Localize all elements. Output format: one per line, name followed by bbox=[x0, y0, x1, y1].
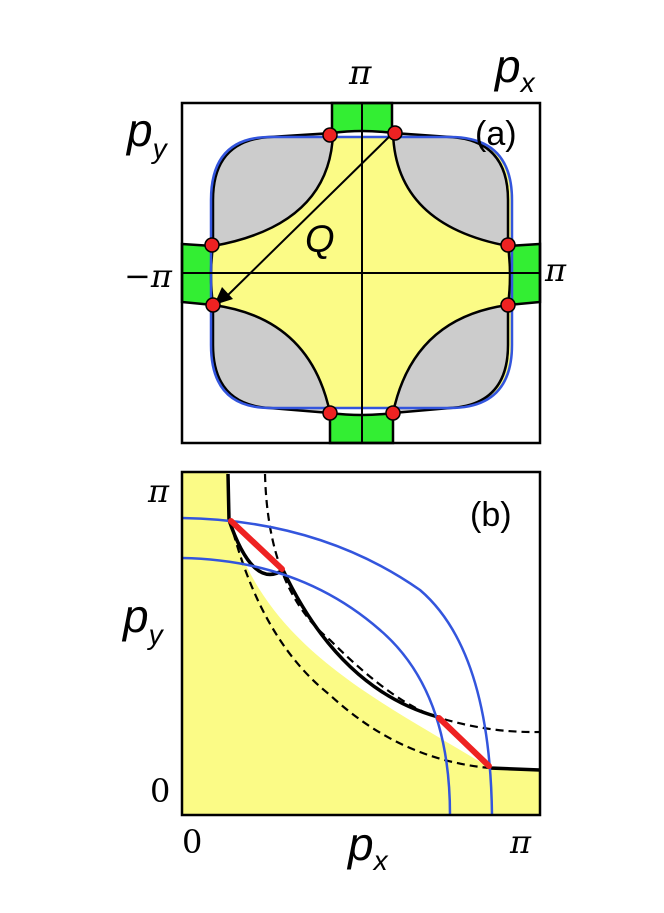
panel-b-y-top-tick: π bbox=[147, 472, 170, 510]
panel-a-left-tick: −π bbox=[124, 257, 173, 295]
red-segment-lower bbox=[436, 715, 492, 769]
panel-a-top-tick: π bbox=[348, 53, 372, 93]
panel-b: (b) π 0 0 π py px bbox=[121, 470, 542, 876]
hot-spot bbox=[500, 237, 516, 253]
hot-spot bbox=[385, 405, 401, 421]
panel-a-x-label: px bbox=[493, 40, 536, 98]
panel-a: (a) π −π π Q px py bbox=[124, 40, 567, 445]
hot-spot bbox=[205, 297, 221, 313]
hot-spots bbox=[204, 125, 516, 421]
hot-spot bbox=[322, 127, 338, 143]
hot-spot bbox=[322, 405, 338, 421]
panel-b-y-zero-tick: 0 bbox=[150, 772, 170, 810]
panel-b-y-label: py bbox=[121, 590, 165, 650]
hot-spot bbox=[387, 125, 403, 141]
panel-b-frame bbox=[180, 470, 542, 817]
panel-b-yellow-region bbox=[182, 472, 540, 815]
panel-b-dashed-curve-inner bbox=[228, 519, 491, 770]
panel-b-blue-curve-outer bbox=[181, 516, 494, 816]
q-vector-label: Q bbox=[305, 219, 335, 261]
panel-b-blue-curve-inner bbox=[181, 556, 452, 816]
panel-a-y-label: py bbox=[125, 104, 169, 164]
green-region-left bbox=[180, 242, 215, 307]
green-region-right bbox=[506, 242, 542, 307]
panel-b-x-zero-tick: 0 bbox=[182, 823, 202, 861]
panel-a-right-tick: π bbox=[544, 251, 567, 289]
hot-spot bbox=[500, 297, 516, 313]
hot-spot bbox=[204, 237, 220, 253]
panel-a-tag: (a) bbox=[475, 115, 517, 153]
panel-b-tag: (b) bbox=[470, 496, 512, 534]
q-vector-arrow bbox=[227, 132, 394, 296]
panel-a-blue-contour bbox=[209, 135, 514, 410]
panel-a-frame bbox=[180, 101, 542, 445]
red-segment-upper bbox=[228, 518, 285, 572]
panel-b-x-right-tick: π bbox=[509, 823, 532, 861]
panel-b-x-label: px bbox=[346, 818, 389, 876]
